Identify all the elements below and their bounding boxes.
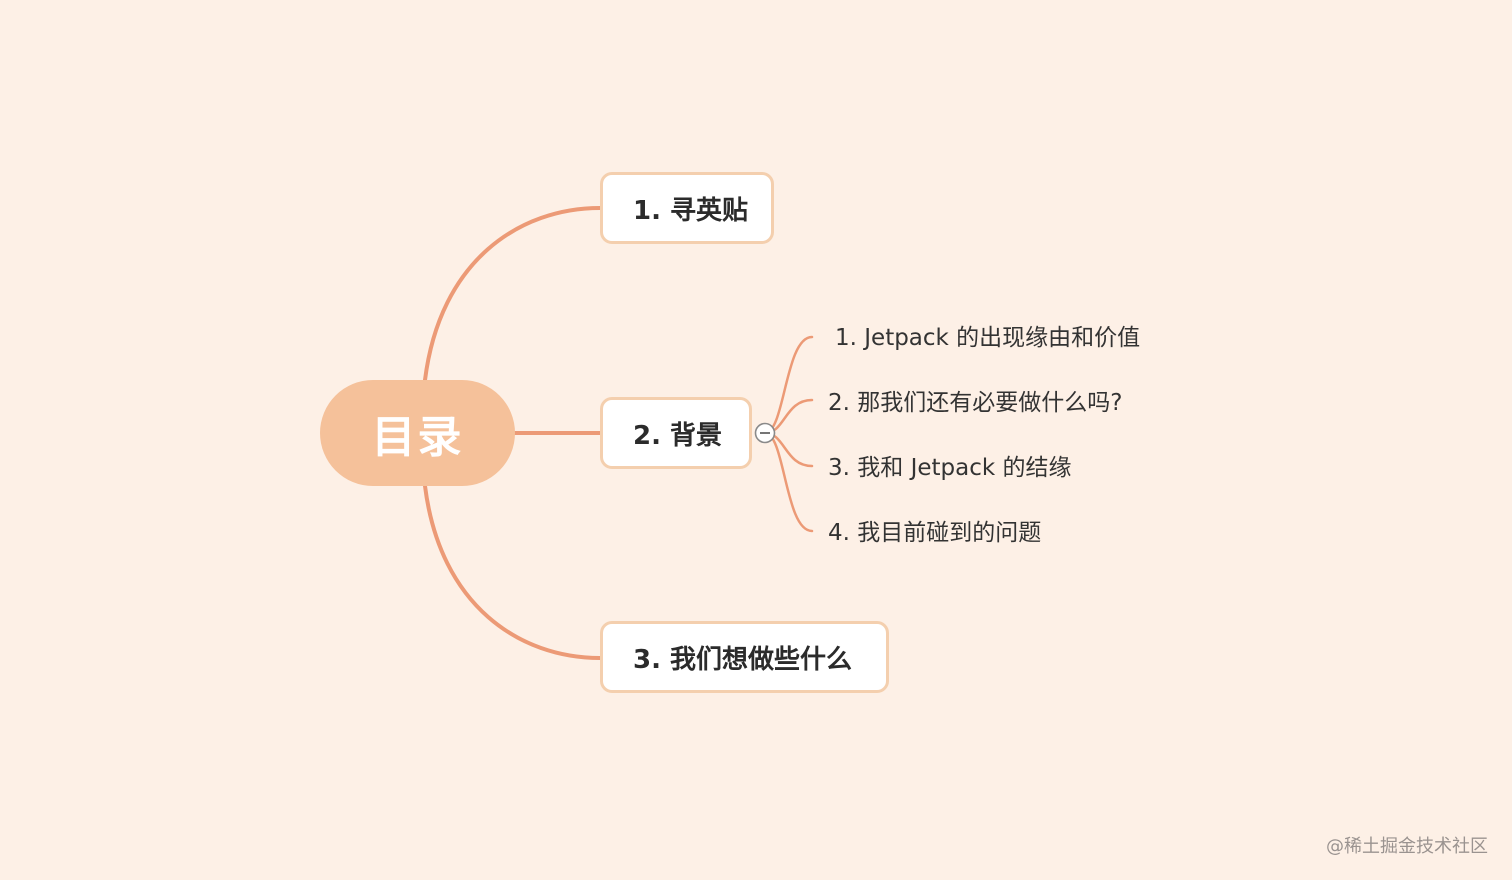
root-node-label: 目录 — [371, 412, 464, 463]
branch-node-2[interactable]: 2. 背景 — [600, 397, 752, 469]
connector-root-to-branch-3 — [423, 484, 602, 660]
branch-node-label: 3. 我们想做些什么 — [633, 644, 853, 675]
connector-root-to-branch-1 — [423, 206, 602, 382]
leaf-node-3[interactable]: 3. 我和 Jetpack 的结缘 — [828, 447, 1072, 483]
leaf-node-label: 3. 我和 Jetpack 的结缘 — [828, 455, 1072, 481]
minus-circle-icon[interactable] — [754, 422, 776, 444]
leaf-node-label: 2. 那我们还有必要做什么吗? — [828, 390, 1123, 416]
leaf-node-label: 1. Jetpack 的出现缘由和价值 — [835, 325, 1141, 351]
connector-branch-2-to-leaf-1 — [763, 335, 814, 435]
watermark: @稀土掘金技术社区 — [1326, 836, 1488, 857]
branch-node-3[interactable]: 3. 我们想做些什么 — [600, 621, 889, 693]
branch-node-label: 2. 背景 — [633, 420, 723, 451]
branch-node-label: 1. 寻英贴 — [633, 195, 749, 226]
branch-node-1[interactable]: 1. 寻英贴 — [600, 172, 774, 244]
leaf-node-4[interactable]: 4. 我目前碰到的问题 — [828, 512, 1041, 548]
root-node[interactable]: 目录 — [320, 380, 515, 486]
leaf-node-1[interactable]: 1. Jetpack 的出现缘由和价值 — [835, 317, 1140, 353]
leaf-node-label: 4. 我目前碰到的问题 — [828, 520, 1042, 546]
leaf-node-2[interactable]: 2. 那我们还有必要做什么吗? — [828, 382, 1122, 418]
connector-branch-2-to-leaf-4 — [763, 431, 814, 533]
